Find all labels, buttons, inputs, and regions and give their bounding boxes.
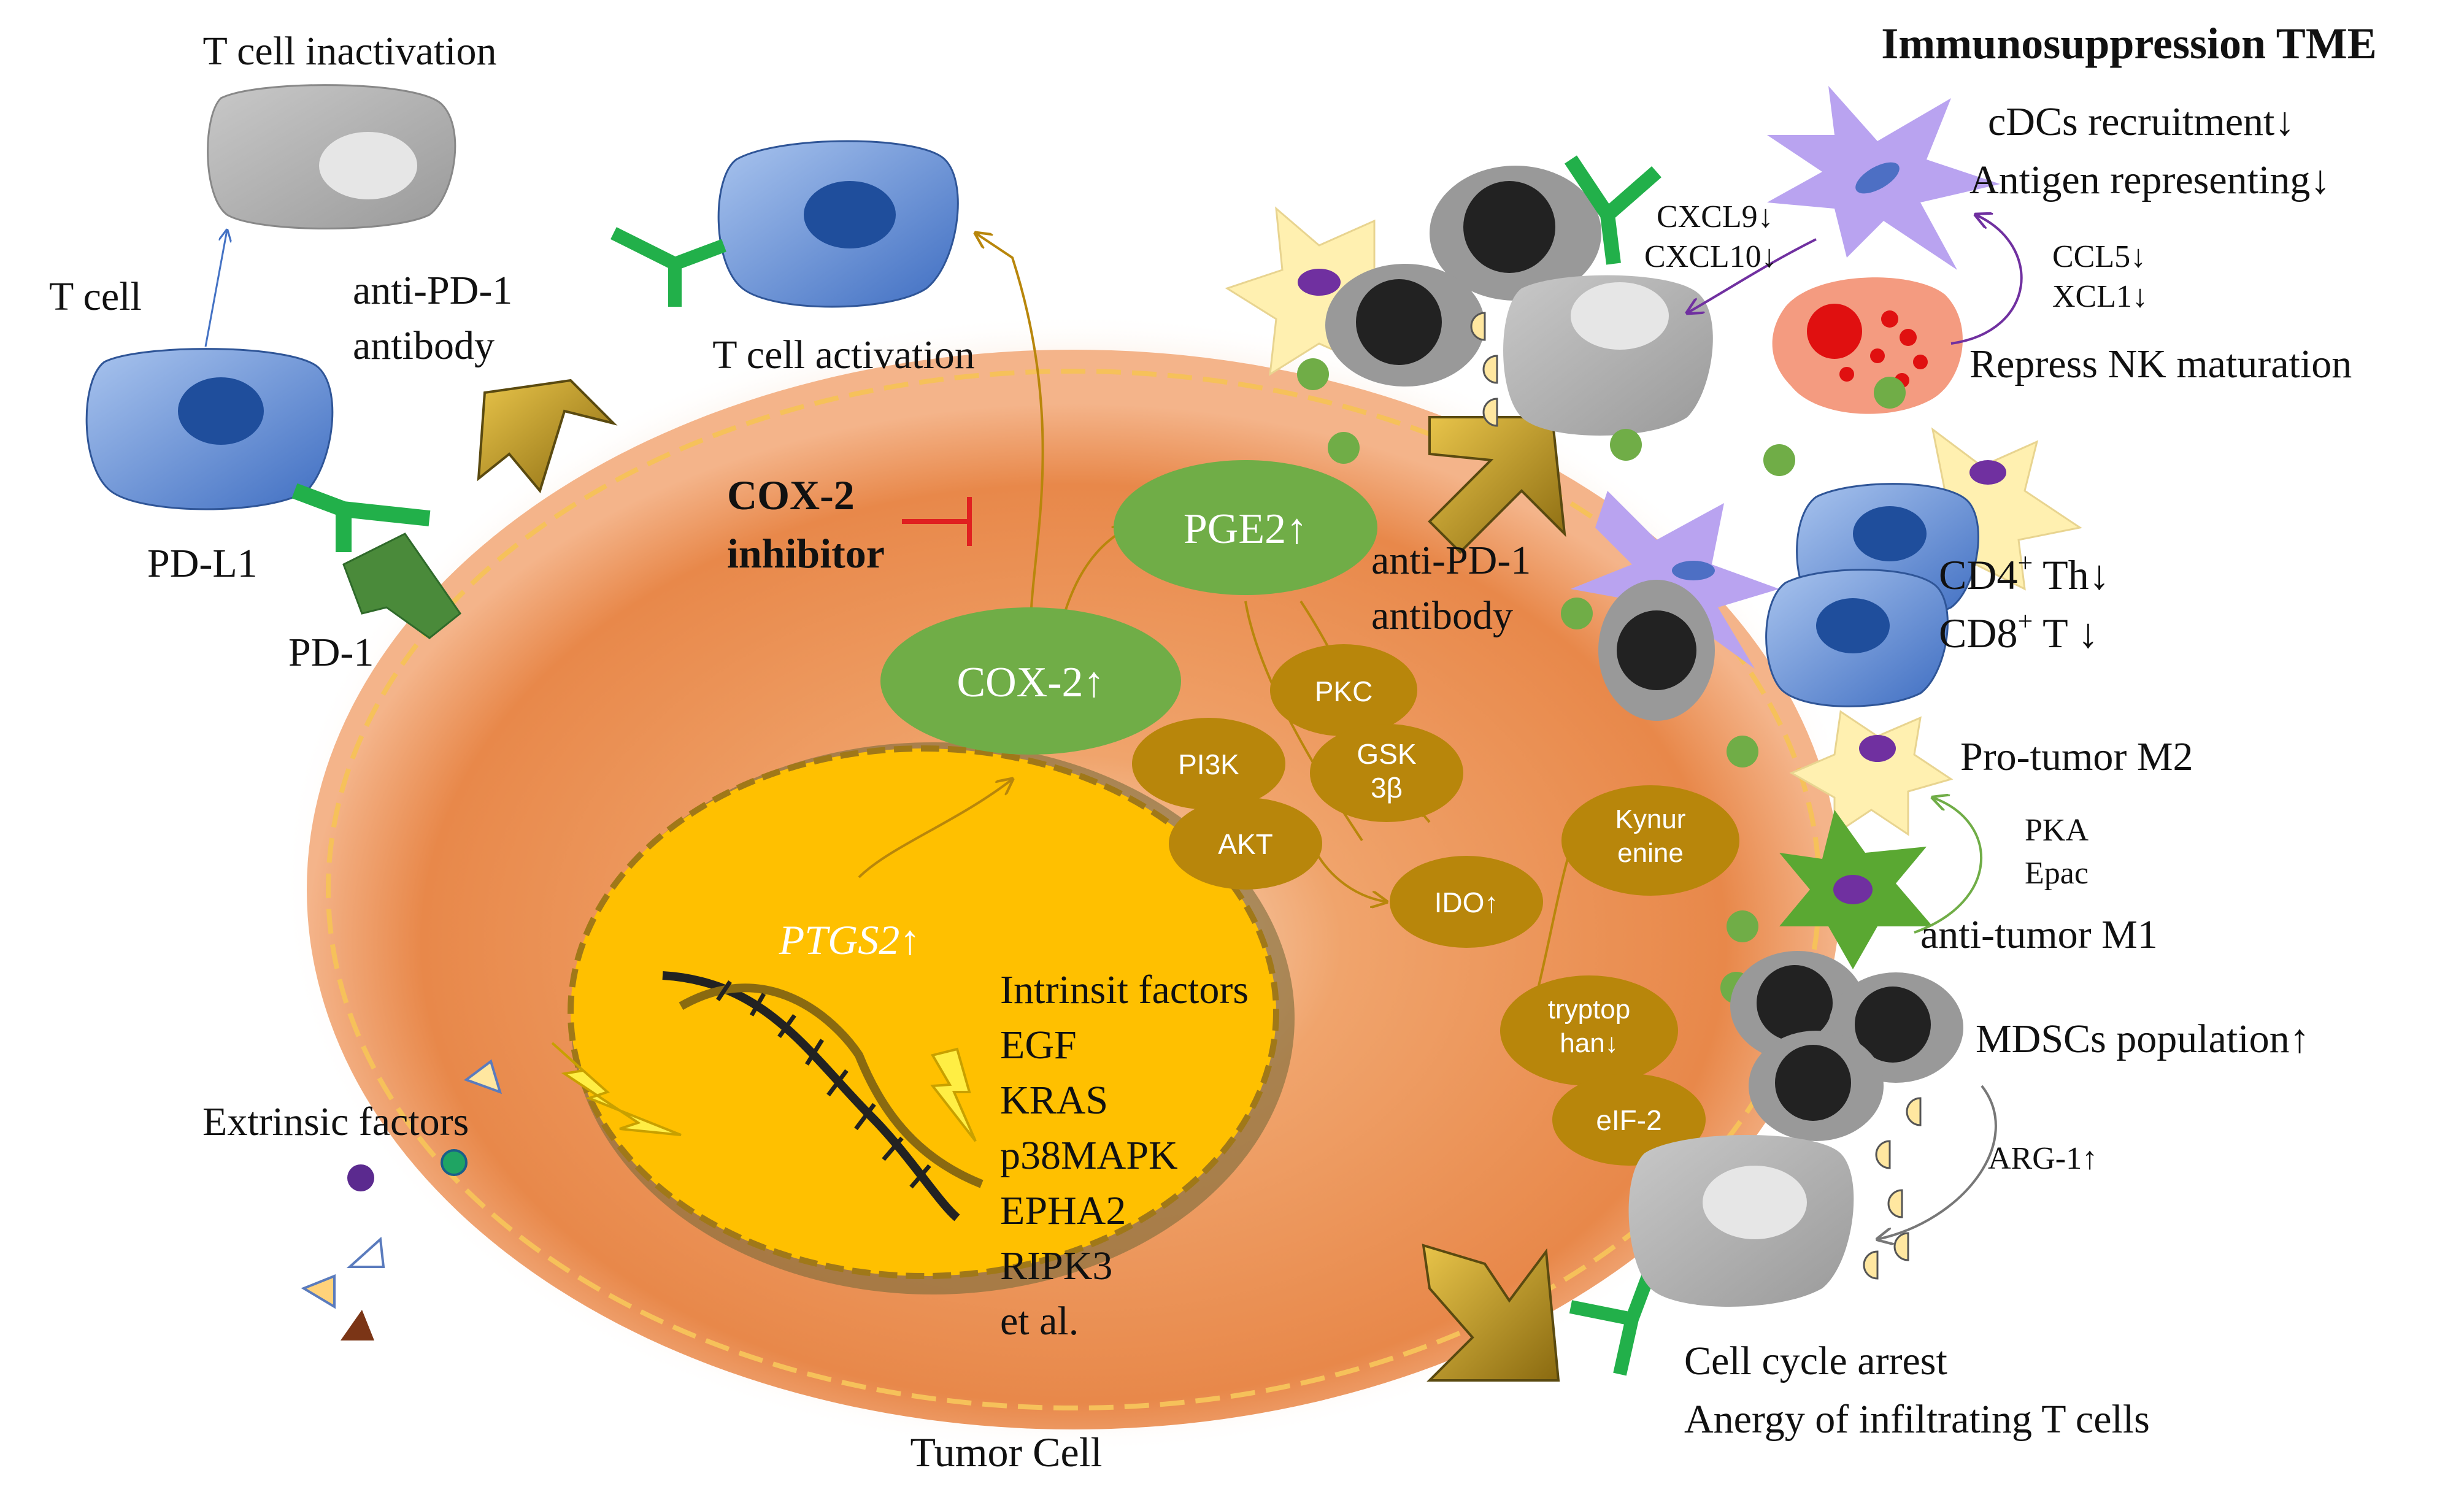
granules xyxy=(1863,1097,1922,1280)
pge2-node-label: PGE2↑ xyxy=(1184,506,1307,553)
receptor-icon xyxy=(610,227,726,307)
cdcs-label: cDCs recruitment↓ xyxy=(1988,99,2295,144)
pi3k-node-label: PI3K xyxy=(1178,748,1239,780)
mdsc-cluster xyxy=(1730,951,1963,1141)
lightning-bolt-icon xyxy=(930,1047,977,1142)
extrinsic-factor-particles xyxy=(301,1059,502,1340)
cd4-label: CD4+ Th↓ xyxy=(1939,548,2110,598)
ccl5-label: CCL5↓ xyxy=(2052,239,2146,274)
cox-2-inhibitor-label-line1: COX-2 xyxy=(727,472,855,518)
chemokine-arrow xyxy=(1950,215,2023,345)
antigen-label: Antigen representing↓ xyxy=(1969,158,2330,202)
mdsc-cluster-top xyxy=(1325,166,1601,387)
anti-pd-1-antibody-icon xyxy=(1428,416,1566,554)
m1-label: anti-tumor M1 xyxy=(1920,912,2158,957)
anti-pd-1-center-label-line1: anti-PD-1 xyxy=(1371,538,1531,583)
pd-1-receptor-icon xyxy=(291,483,431,552)
receptor-icon xyxy=(1565,155,1661,265)
cd8-t-cell xyxy=(1765,569,1949,707)
t-cell-inactivation-label: T cell inactivation xyxy=(203,29,497,74)
kynurenine-node-label-line1: Kynur xyxy=(1615,804,1686,834)
ptgs2-gene-label: PTGS2↑ xyxy=(779,917,920,963)
dna-helix-icon xyxy=(662,971,984,1221)
kynurenine-node-label-line2: enine xyxy=(1617,838,1684,868)
tryptophan-node-label-line2: han↓ xyxy=(1560,1028,1618,1058)
mdsc-single xyxy=(1598,580,1715,721)
pathway-nodes xyxy=(880,460,1739,1166)
dendritic-cell-icon xyxy=(1571,491,1779,669)
pd-1-label: PD-1 xyxy=(288,630,374,675)
intrinsic-factor-item: EGF xyxy=(1000,1023,1077,1067)
polarization-arrow xyxy=(1914,798,1982,934)
anti-pd-1-center-label-line2: antibody xyxy=(1371,593,1513,638)
anergic-t-cell xyxy=(1628,1135,1854,1307)
mdsc-label: MDSCs population↑ xyxy=(1976,1017,2310,1061)
epac-label: Epac xyxy=(2025,856,2089,891)
activated-t-cell xyxy=(717,140,959,308)
intrinsic-factor-item: p38MAPK xyxy=(1000,1133,1178,1178)
tumor-cell-label: Tumor Cell xyxy=(910,1429,1102,1475)
t-cell-label: T cell xyxy=(49,274,142,319)
inhibition-bar xyxy=(902,497,972,546)
diagram-title: Immunosuppression TME xyxy=(1881,19,2377,68)
ido-node-label: IDO↑ xyxy=(1434,887,1499,918)
pd-l1-label: PD-L1 xyxy=(147,541,258,586)
gsk-node-label-line1: GSK xyxy=(1357,738,1416,770)
intrinsic-factor-item: EPHA2 xyxy=(1000,1188,1126,1233)
intrinsic-factor-item: RIPK3 xyxy=(1000,1244,1112,1288)
anti-pd-1-antibody-icon xyxy=(477,379,618,494)
arg1-arrow xyxy=(1877,1085,1997,1239)
chemokine-arrow xyxy=(1687,238,1817,313)
inactivation-arrow xyxy=(204,230,227,347)
lightning-bolt-icon xyxy=(551,1042,682,1136)
t-cell-activation-label: T cell activation xyxy=(712,333,975,377)
granules xyxy=(1470,312,1498,427)
intrinsic-factor-item: et al. xyxy=(1000,1299,1079,1344)
cell-cycle-label: Cell cycle arrest xyxy=(1684,1339,1947,1383)
tryptophan-node-label-line1: tryptop xyxy=(1548,994,1631,1025)
nk-label: Repress NK maturation xyxy=(1969,342,2352,387)
receptor-icon xyxy=(1569,1267,1657,1376)
m2-macrophage-icon xyxy=(1789,710,1954,836)
anti-pd-1-label-line2: antibody xyxy=(353,323,495,368)
cxcl9-label: CXCL9↓ xyxy=(1657,199,1774,234)
cox-2-node-label: COX-2↑ xyxy=(957,659,1104,706)
grey-t-cell xyxy=(1503,275,1713,436)
anti-pd-1-antibody-icon xyxy=(1422,1244,1560,1382)
nk-cell xyxy=(1772,277,1963,414)
pka-label: PKA xyxy=(2025,813,2089,848)
gsk-node-label-line2: 3β xyxy=(1371,772,1403,804)
xcl1-label: XCL1↓ xyxy=(2052,279,2148,314)
anti-pd-1-label-line1: anti-PD-1 xyxy=(353,268,512,313)
nucleus xyxy=(568,742,1295,1294)
intrinsic-factor-item: KRAS xyxy=(1000,1078,1108,1123)
cd8-label: CD8+ T ↓ xyxy=(1939,606,2098,656)
intrinsic-factors-list: Intrinsit factors EGF KRAS p38MAPK EPHA2… xyxy=(1000,967,1249,1344)
pd-l1-ligand-icon xyxy=(342,533,462,639)
anergy-label: Anergy of infiltrating T cells xyxy=(1684,1397,2150,1442)
cxcl10-label: CXCL10↓ xyxy=(1644,239,1777,274)
m2-label: Pro-tumor M2 xyxy=(1960,734,2193,779)
intrinsic-factor-item: Intrinsit factors xyxy=(1000,967,1249,1012)
akt-node-label: AKT xyxy=(1218,828,1272,860)
arg1-label: ARG-1↑ xyxy=(1988,1141,2098,1176)
eif-2-node-label: eIF-2 xyxy=(1596,1104,1661,1136)
pge2-dots xyxy=(1297,358,1906,1004)
extrinsic-factors-label: Extrinsic factors xyxy=(202,1099,469,1144)
pkc-node-label: PKC xyxy=(1315,675,1373,707)
cox-2-inhibitor-label-line2: inhibitor xyxy=(727,530,885,577)
t-cell-left xyxy=(85,348,334,510)
inactivated-t-cell xyxy=(207,84,456,229)
